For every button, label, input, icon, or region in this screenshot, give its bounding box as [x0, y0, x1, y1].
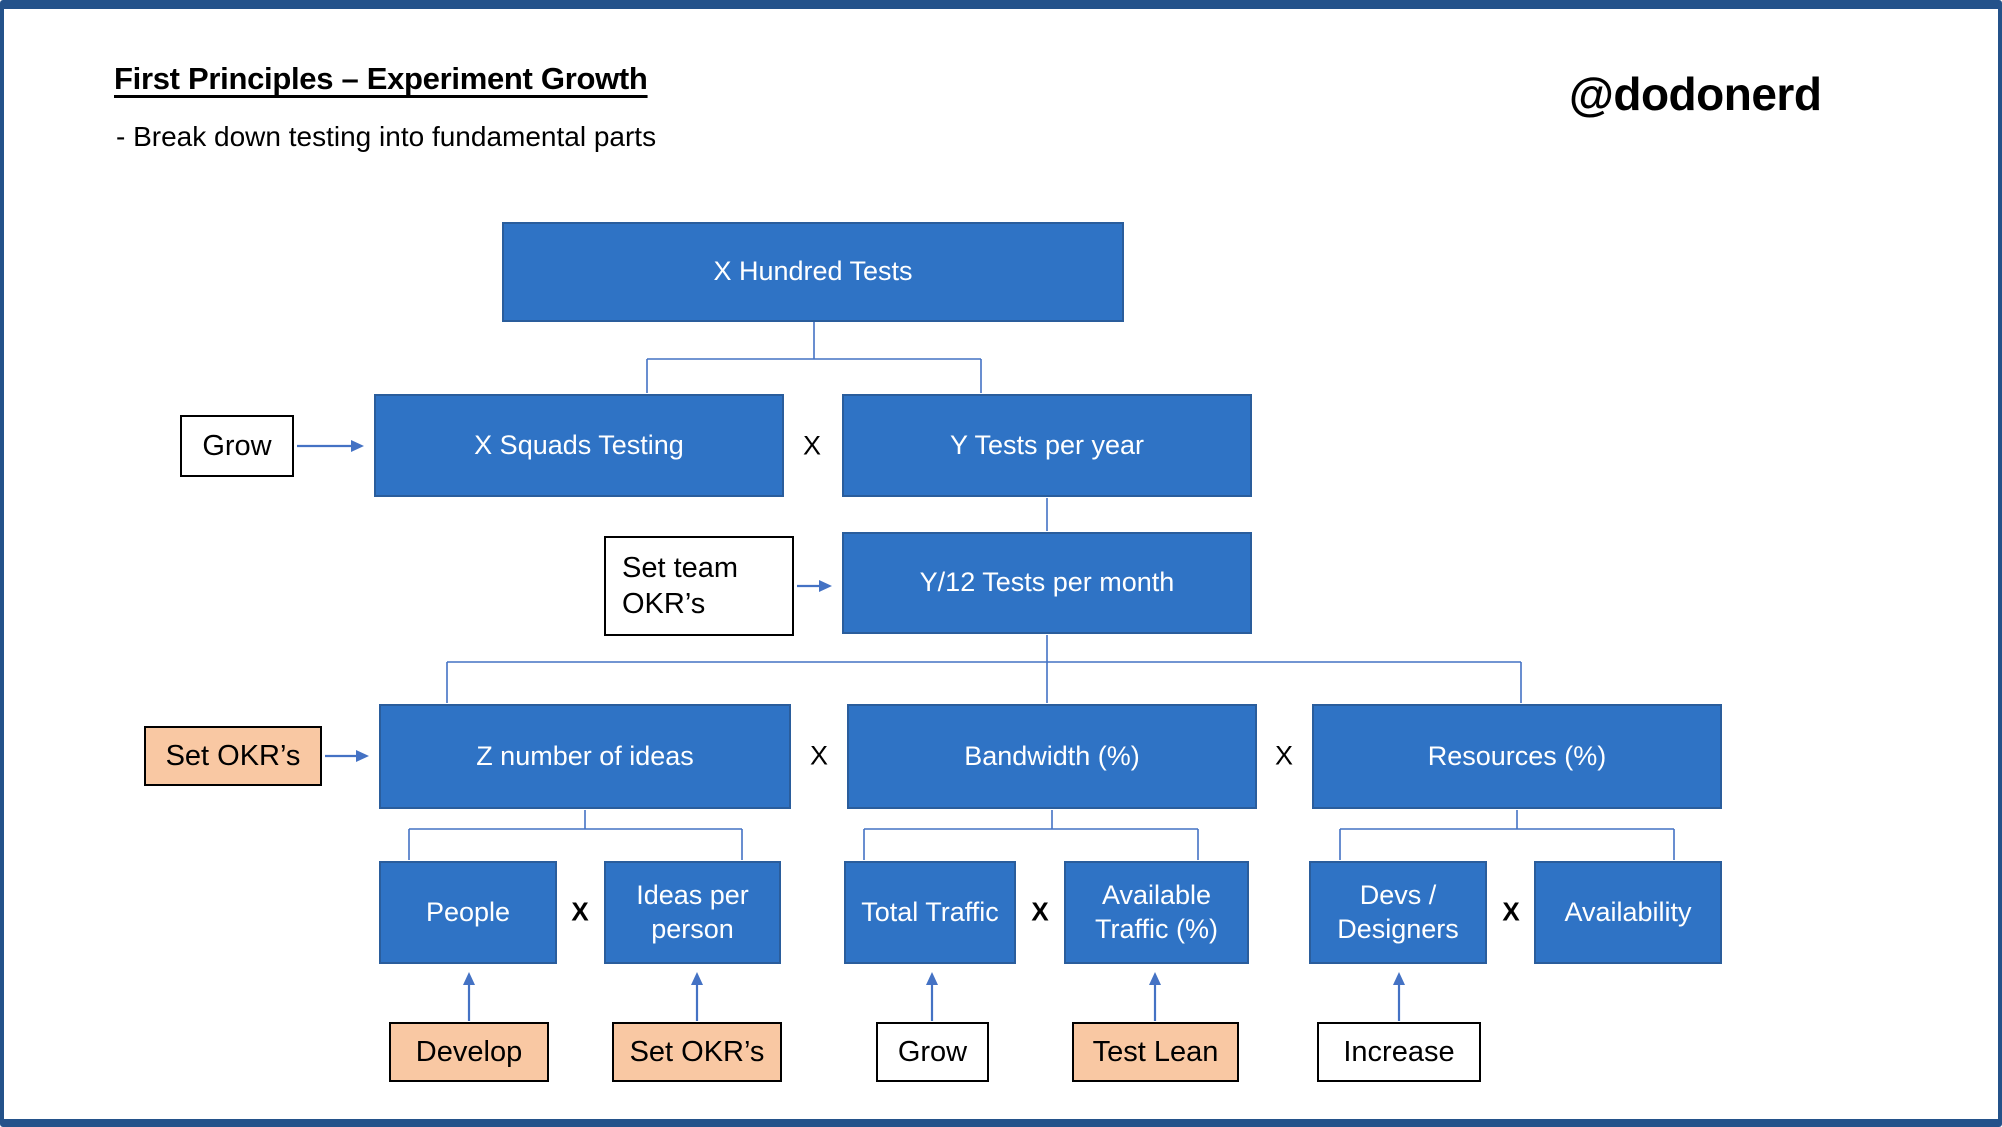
- node-people: People: [379, 861, 557, 964]
- node-x-hundred-tests: X Hundred Tests: [502, 222, 1124, 322]
- node-available-traffic: Available Traffic (%): [1064, 861, 1249, 964]
- action-set-okrs-person: Set OKR’s: [612, 1022, 782, 1082]
- multiply-symbol: X: [802, 430, 822, 461]
- action-label: Increase: [1343, 1035, 1455, 1068]
- node-label: Z number of ideas: [476, 740, 694, 771]
- node-label: Available Traffic (%): [1094, 879, 1218, 944]
- action-develop: Develop: [389, 1022, 549, 1082]
- node-resources: Resources (%): [1312, 704, 1722, 809]
- multiply-symbol: X: [1031, 896, 1049, 927]
- node-y-tests-per-year: Y Tests per year: [842, 394, 1252, 497]
- node-y12-tests-per-month: Y/12 Tests per month: [842, 532, 1252, 634]
- author-handle: @dodonerd: [1569, 68, 1822, 120]
- action-grow-traffic: Grow: [876, 1022, 989, 1082]
- multiply-symbol: X: [1502, 896, 1520, 927]
- node-total-traffic: Total Traffic: [844, 861, 1016, 964]
- action-label: Develop: [415, 1035, 523, 1068]
- multiply-symbol: X: [1274, 740, 1294, 771]
- action-test-lean: Test Lean: [1072, 1022, 1239, 1082]
- node-label: People: [425, 896, 511, 927]
- node-x-squads-testing: X Squads Testing: [374, 394, 784, 497]
- connector-l1-l2: [646, 322, 982, 393]
- action-label: Set team OKR’s: [622, 551, 739, 620]
- slide-subtitle: - Break down testing into fundamental pa…: [116, 121, 657, 152]
- node-availability: Availability: [1534, 861, 1722, 964]
- connector-layer: [297, 322, 1675, 1021]
- action-label: Grow: [897, 1035, 968, 1068]
- node-devs-designers: Devs / Designers: [1309, 861, 1487, 964]
- connector-l3-l4: [446, 635, 1522, 703]
- action-increase: Increase: [1317, 1022, 1481, 1082]
- multiply-symbol: X: [809, 740, 829, 771]
- action-label: Grow: [202, 429, 272, 462]
- action-label: Test Lean: [1092, 1035, 1219, 1068]
- action-grow-squads: Grow: [180, 415, 294, 477]
- action-set-okrs-ideas: Set OKR’s: [144, 726, 322, 786]
- node-label: Devs / Designers: [1337, 879, 1459, 944]
- action-label: Set OKR’s: [165, 739, 301, 772]
- node-ideas-per-person: Ideas per person: [604, 861, 781, 964]
- node-label: Y/12 Tests per month: [919, 567, 1175, 598]
- slide-title: First Principles – Experiment Growth: [114, 61, 648, 96]
- connector-bandwidth-children: [863, 810, 1199, 860]
- node-z-number-of-ideas: Z number of ideas: [379, 704, 791, 809]
- action-set-team-okrs: Set team OKR’s: [604, 536, 794, 636]
- node-label: Y Tests per year: [949, 429, 1145, 460]
- node-label: Bandwidth (%): [964, 740, 1140, 771]
- node-label: Total Traffic: [861, 896, 999, 927]
- node-label: Availability: [1564, 896, 1692, 927]
- connector-resources-children: [1339, 810, 1675, 860]
- multiply-symbol: X: [571, 896, 589, 927]
- action-label: Set OKR’s: [629, 1035, 765, 1068]
- node-label: Resources (%): [1427, 740, 1607, 771]
- node-label: X Hundred Tests: [713, 256, 913, 287]
- node-bandwidth: Bandwidth (%): [847, 704, 1257, 809]
- node-label: Ideas per person: [636, 879, 749, 944]
- connector-ideas-children: [408, 810, 743, 860]
- node-label: X Squads Testing: [474, 429, 684, 460]
